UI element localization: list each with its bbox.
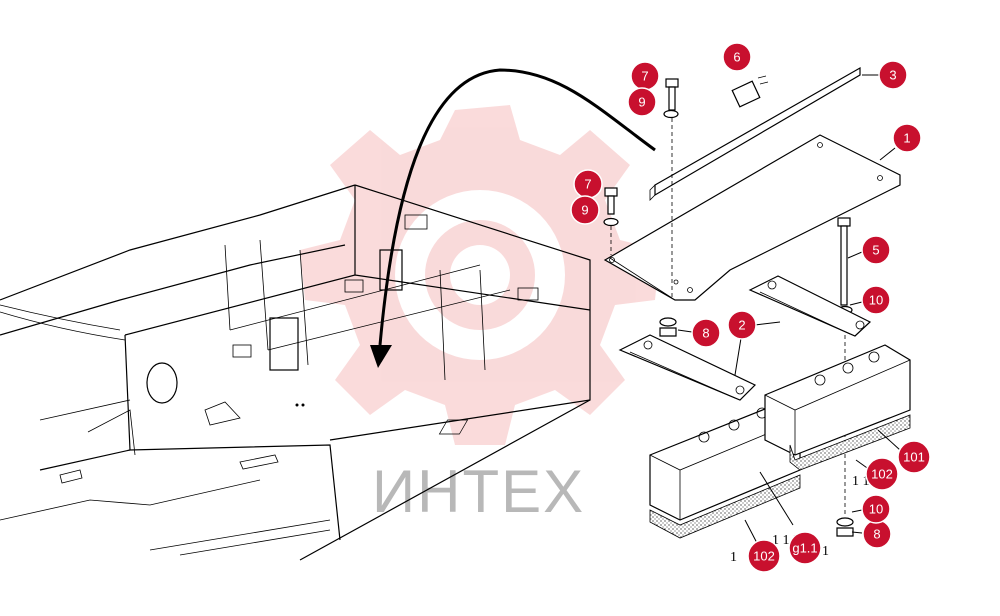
callout-7-upper: 7	[630, 61, 660, 91]
bolt-upper	[663, 78, 679, 300]
callout-3: 3	[878, 60, 908, 90]
svg-text:2: 2	[738, 318, 745, 333]
svg-text:102: 102	[871, 467, 893, 482]
svg-text:9: 9	[638, 95, 645, 110]
callout-8-lower: 8	[862, 519, 892, 549]
svg-text:8: 8	[873, 527, 880, 542]
svg-text:g1.1: g1.1	[792, 541, 817, 556]
svg-text:6: 6	[733, 50, 740, 65]
svg-text:10: 10	[869, 293, 883, 308]
svg-text:1: 1	[903, 131, 910, 146]
stray-label-bottom-right: 1	[822, 544, 829, 559]
chassis-frame	[0, 184, 591, 561]
battery-front	[438, 404, 801, 539]
svg-text:9: 9	[581, 203, 588, 218]
callout-10-upper: 10	[861, 285, 891, 315]
callout-6: 6	[722, 42, 752, 72]
callout-9-upper: 9	[627, 87, 657, 117]
svg-text:5: 5	[872, 243, 879, 258]
callout-7-left: 7	[573, 169, 603, 199]
install-arrow	[370, 68, 656, 368]
svg-text:3: 3	[889, 68, 896, 83]
callout-1: 1	[892, 123, 922, 153]
callout-10-lower: 10	[861, 494, 891, 524]
callout-2: 2	[727, 310, 757, 340]
mounting-rails	[618, 275, 872, 401]
callout-102-left: 102	[747, 539, 781, 573]
washer-nut-stack	[659, 317, 854, 537]
svg-text:101: 101	[903, 450, 925, 465]
angle-strip	[649, 66, 861, 201]
svg-text:7: 7	[584, 177, 591, 192]
svg-text:10: 10	[869, 502, 883, 517]
svg-text:7: 7	[641, 69, 648, 84]
svg-text:102: 102	[753, 549, 775, 564]
bolt-left	[603, 187, 619, 255]
callout-g1-1: g1.1	[788, 531, 822, 565]
callout-8-upper: 8	[691, 318, 721, 348]
stray-label-bottom-left: 1	[730, 550, 737, 565]
callout-102-right: 102	[865, 457, 899, 491]
cover-plate	[603, 134, 901, 301]
svg-text:8: 8	[702, 326, 709, 341]
callout-101: 101	[897, 440, 931, 474]
callout-9-left: 9	[570, 195, 600, 225]
clip-bracket	[731, 75, 769, 108]
battery-rear	[764, 344, 911, 471]
callout-5: 5	[861, 235, 891, 265]
watermark-text: ИНТЕХ	[372, 458, 585, 525]
